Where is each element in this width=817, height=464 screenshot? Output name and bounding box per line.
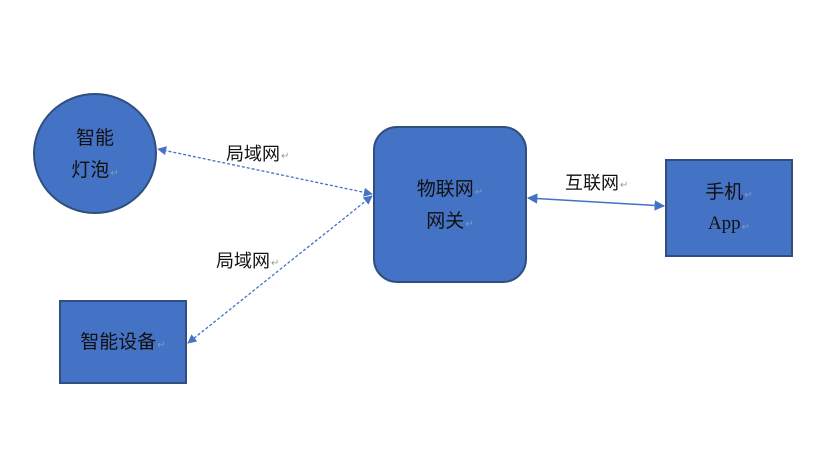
smart-bulb-label-line2: 灯泡 [71, 158, 110, 181]
lan-connector-bulb [157, 146, 373, 197]
paragraph-mark-icon: ↵ [744, 190, 753, 201]
lan-label-bulb: 局域网 ↵ [226, 140, 289, 166]
gateway-label-line1: 物联网 [416, 177, 474, 200]
paragraph-mark-icon: ↵ [271, 258, 280, 269]
paragraph-mark-icon: ↵ [110, 167, 119, 179]
lan-label-bulb-text: 局域网 [226, 144, 280, 165]
internet-connector-phone [526, 193, 666, 211]
smart-bulb-label-line1: 智能 [75, 126, 114, 149]
internet-label-phone-text: 互联网 [565, 173, 619, 194]
paragraph-mark-icon: ↵ [465, 218, 474, 230]
paragraph-mark-icon: ↵ [157, 340, 166, 351]
smart-device-node: 智能设备 ↵ [59, 300, 187, 384]
smart-device-label: 智能设备 [80, 331, 157, 353]
lan-label-device: 局域网 ↵ [216, 247, 279, 273]
phone-label-line1: 手机 [705, 181, 744, 203]
internet-label-phone: 互联网 ↵ [565, 169, 628, 195]
paragraph-mark-icon: ↵ [741, 222, 751, 233]
smart-bulb-node: 智能 灯泡 ↵ [33, 93, 157, 214]
phone-app-node: 手机 ↵ App ↵ [665, 159, 793, 257]
gateway-label-line2: 网关 [426, 209, 465, 232]
paragraph-mark-icon: ↵ [620, 180, 629, 191]
iot-gateway-node: 物联网 ↵ 网关 ↵ [373, 126, 527, 283]
lan-label-device-text: 局域网 [216, 251, 270, 272]
lan-connector-device [187, 195, 373, 344]
paragraph-mark-icon: ↵ [281, 151, 290, 162]
paragraph-mark-icon: ↵ [474, 186, 484, 198]
phone-label-line2: App [707, 213, 741, 234]
